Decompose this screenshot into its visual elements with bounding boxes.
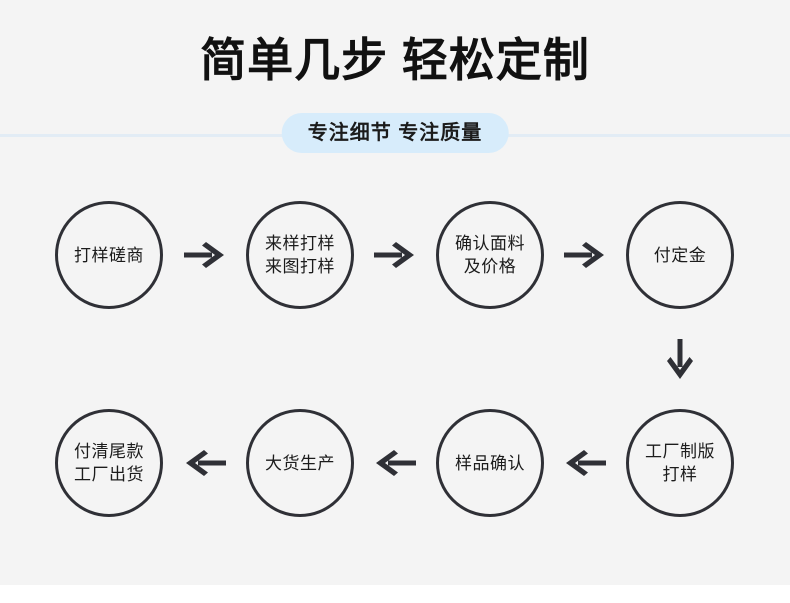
step-circle-4: 付定金 (626, 201, 734, 309)
step-circle-3: 确认面料 及价格 (436, 201, 544, 309)
step-7-line-1: 大货生产 (265, 453, 335, 473)
step-3-line-1: 确认面料 (455, 234, 525, 253)
arrow-left-icon-3 (562, 446, 608, 480)
step-circle-1: 打样磋商 (55, 201, 163, 309)
page-title: 简单几步 轻松定制 (200, 34, 590, 86)
step-8-line-1: 付清尾款 (74, 442, 144, 461)
step-8-line-2: 工厂出货 (74, 465, 144, 484)
arrow-right-icon-2 (372, 238, 418, 272)
step-4-line-1: 付定金 (653, 245, 707, 265)
arrow-down-icon-1 (663, 337, 697, 383)
step-3-line-2: 及价格 (463, 257, 517, 276)
arrow-right-icon-1 (182, 238, 228, 272)
step-5-line-2: 打样 (662, 465, 698, 484)
step-2-line-1: 来样打样 (265, 234, 335, 253)
step-2-line-2: 来图打样 (265, 257, 335, 276)
arrow-right-icon-3 (562, 238, 608, 272)
step-1-line-1: 打样磋商 (74, 245, 144, 265)
step-circle-8: 付清尾款 工厂出货 (55, 409, 163, 517)
step-circle-5: 工厂制版 打样 (626, 409, 734, 517)
step-circle-6: 样品确认 (436, 409, 544, 517)
step-circle-2: 来样打样 来图打样 (246, 201, 354, 309)
subtitle-badge: 专注细节 专注质量 (281, 113, 509, 153)
step-5-line-1: 工厂制版 (645, 442, 715, 461)
step-circle-7: 大货生产 (246, 409, 354, 517)
arrow-left-icon-2 (372, 446, 418, 480)
arrow-left-icon-1 (182, 446, 228, 480)
step-6-line-1: 样品确认 (455, 453, 525, 473)
